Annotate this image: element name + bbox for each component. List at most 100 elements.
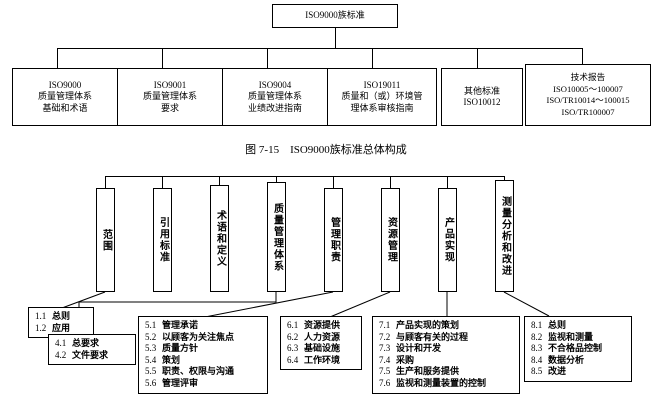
box-line: ISO9000 xyxy=(48,79,82,90)
top-child-box-1: ISO9000 质量管理体系 基础和术语 xyxy=(12,68,118,126)
clause-label: 引用标准 xyxy=(157,217,169,263)
top-child-box-4: ISO19011 质量和（或）环境管 理体系审核指南 xyxy=(327,68,437,126)
top-child-box-5: 其他标准 ISO10012 xyxy=(441,68,523,126)
box-line: ISO/TR10014～100015 xyxy=(546,95,630,105)
clause-label: 测量分析和改进 xyxy=(499,195,511,277)
detail-item: 1.1 总则 xyxy=(35,311,88,323)
detail-num: 8.3 xyxy=(531,343,543,354)
detail-item: 5.3 质量方针 xyxy=(145,343,262,355)
detail-text: 总要求 xyxy=(72,338,100,348)
box-line: 理体系审核指南 xyxy=(350,102,414,113)
detail-text: 基础设施 xyxy=(304,343,341,354)
detail-text: 质量方针 xyxy=(162,343,199,354)
connector-drop-2 xyxy=(162,48,163,68)
detail-text: 产品实现的策划 xyxy=(396,320,460,330)
detail-text: 管理评审 xyxy=(162,377,199,388)
connector-top-bus xyxy=(57,48,582,49)
detail-text: 设计和开发 xyxy=(396,343,442,354)
detail-text: 监视和测量 xyxy=(548,331,594,342)
box-line: 业绩改进指南 xyxy=(247,102,302,113)
detail-num: 1.2 xyxy=(35,322,47,333)
box-line: 质量管理体系 xyxy=(247,91,302,102)
clause-box-4: 质量管理体系 xyxy=(267,182,286,292)
detail-item: 5.2 以顾客为关注焦点 xyxy=(145,332,262,344)
detail-num: 7.4 xyxy=(379,354,391,365)
box-line: 质量管理体系 xyxy=(142,91,197,102)
box-line: ISO9001 xyxy=(153,79,187,90)
box-line: ISO10005～100007 xyxy=(553,83,623,94)
detail-num: 5.1 xyxy=(145,320,157,330)
connector-clause-bus xyxy=(105,176,505,177)
detail-text: 应用 xyxy=(52,322,71,333)
clause-box-6: 资源管理 xyxy=(381,188,400,292)
detail-text: 不合格品控制 xyxy=(548,343,603,354)
detail-num: 8.1 xyxy=(531,320,543,330)
box-line: ISO19011 xyxy=(363,79,401,90)
box-line: 技术报告 xyxy=(570,72,606,82)
detail-text: 人力资源 xyxy=(304,331,341,342)
detail-num: 7.5 xyxy=(379,366,391,377)
detail-num: 4.2 xyxy=(55,349,67,360)
clause-label: 产品实现 xyxy=(442,217,454,263)
detail-num: 8.4 xyxy=(531,354,543,365)
box-line: 质量和（或）环境管 xyxy=(341,91,423,102)
clause-box-8: 测量分析和改进 xyxy=(495,180,514,292)
connector-clause-stem-2 xyxy=(162,176,163,188)
detail-item: 8.3 不合格品控制 xyxy=(531,343,626,355)
connector-clause-stem-1 xyxy=(105,176,106,188)
connector-drop-5 xyxy=(477,48,478,68)
detail-text: 生产和服务提供 xyxy=(396,366,460,377)
detail-num: 8.5 xyxy=(531,366,543,377)
detail-item: 6.3 基础设施 xyxy=(287,343,356,355)
detail-num: 5.5 xyxy=(145,366,157,377)
detail-text: 策划 xyxy=(162,354,181,365)
detail-num: 6.3 xyxy=(287,343,299,354)
connector-clause-stem-5 xyxy=(333,176,334,188)
figure-caption: 图 7-15 ISO9000族标准总体构成 xyxy=(245,144,407,156)
connector-drop-3 xyxy=(267,48,268,68)
clause-label: 资源管理 xyxy=(385,217,397,263)
clause-box-5: 管理职责 xyxy=(324,188,343,292)
detail-text: 总则 xyxy=(52,311,71,321)
detail-num: 1.1 xyxy=(35,311,47,321)
detail-num: 4.1 xyxy=(55,338,67,348)
top-root-label: ISO9000族标准 xyxy=(305,10,365,21)
detail-text: 与顾客有关的过程 xyxy=(396,331,469,342)
detail-text: 资源提供 xyxy=(304,320,341,330)
detail-text: 监视和测量装置的控制 xyxy=(396,377,487,388)
detail-text: 以顾客为关注焦点 xyxy=(162,331,235,342)
top-child-box-6: 技术报告 ISO10005～100007 ISO/TR10014～100015 … xyxy=(525,64,651,126)
top-root-box: ISO9000族标准 xyxy=(272,4,398,28)
clause-label: 质量管理体系 xyxy=(271,202,283,272)
detail-text: 改进 xyxy=(548,366,567,377)
connector-root-stem xyxy=(335,28,336,48)
clause-label: 范围 xyxy=(100,228,112,252)
detail-item: 6.2 人力资源 xyxy=(287,332,356,344)
box-line: ISO10012 xyxy=(463,97,501,107)
detail-num: 5.3 xyxy=(145,343,157,354)
top-child-box-2: ISO9001 质量管理体系 要求 xyxy=(117,68,223,126)
detail-text: 管理承诺 xyxy=(162,320,199,330)
detail-item: 4.1 总要求 xyxy=(55,338,130,350)
detail-num: 6.2 xyxy=(287,331,299,342)
detail-num: 5.2 xyxy=(145,331,157,342)
detail-num: 5.6 xyxy=(145,377,157,388)
clause-box-1: 范围 xyxy=(96,188,115,292)
connector-drop-1 xyxy=(57,48,58,68)
clause-box-7: 产品实现 xyxy=(438,188,457,292)
